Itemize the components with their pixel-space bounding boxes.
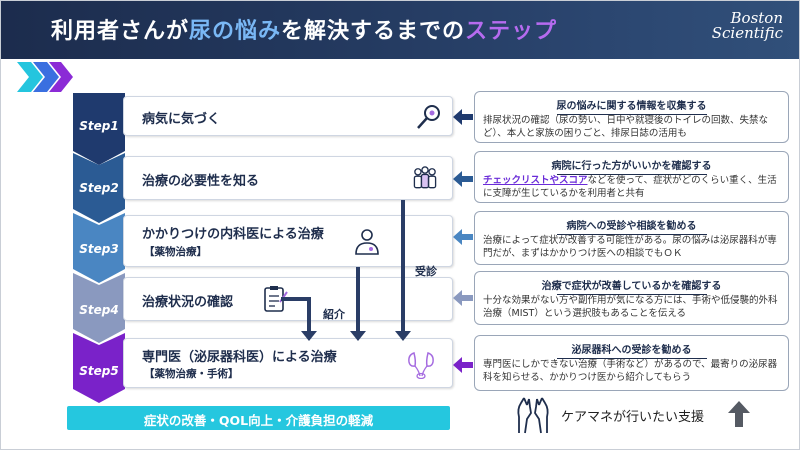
info-box-5-body: 専門医にしかできない治療（手術など）があるので、最寄りの泌尿器科を知らせる、かか… [483, 359, 778, 383]
info-box-4-body: 十分な効果がない方や副作用が気になる方には、手術や低侵襲的外科治療（MIST）と… [483, 295, 778, 319]
step5-chevron [73, 333, 125, 403]
title-highlight-urine: 尿の悩み [189, 19, 282, 44]
flow-arrows [281, 200, 411, 341]
info-box-4: 治療で症状が改善しているかを確認する 十分な効果がない方や副作用が気になる方には… [474, 271, 789, 325]
arrow-left-icon [453, 290, 473, 306]
logo-line2: Scientific [711, 24, 783, 42]
arrow-left-icon [453, 109, 473, 125]
title-prefix: 利用者さんが [51, 19, 190, 44]
doctor-icon [355, 229, 379, 255]
arrow-left-icon [453, 229, 473, 245]
info-box-3-body: 治療によって症状が改善する可能性がある。尿の悩みは泌尿器科が専門だが、まずはかか… [483, 235, 777, 259]
info-box-2-title: 病院に行った方がいいかを確認する [475, 157, 788, 175]
info-box-5: 泌尿器科への受診を勧める 専門医にしかできない治療（手術など）があるので、最寄り… [474, 335, 789, 391]
people-icon [413, 166, 437, 189]
step3-title: かかりつけの内科医による治療 [142, 227, 324, 242]
boston-scientific-logo: Boston Scientific [695, 11, 783, 41]
magnifier-icon [417, 105, 440, 129]
info-box-4-title: 治療で症状が改善しているかを確認する [475, 277, 788, 295]
step5-subtitle: 【薬物治療・手術】 [144, 368, 239, 380]
step3-subtitle: 【薬物治療】 [144, 246, 207, 258]
info-box-2-body-text: などを使って、症状がどのくらい重く、生活に支障が生じているかを利用者と共有 [483, 175, 777, 199]
care-manager-support-label: ケアマネが行いたい支援 [561, 410, 705, 425]
step4-label: Step4 [79, 303, 119, 317]
step5-label: Step5 [79, 364, 119, 378]
title-highlight-steps: ステップ [465, 19, 558, 44]
info-box-2: 病院に行った方がいいかを確認する チェックリストやスコアなどを使って、症状がどの… [474, 151, 789, 203]
goal-text: 症状の改善・QOL向上・介護負担の軽減 [143, 413, 374, 428]
slide-title: 利用者さんが尿の悩みを解決するまでのステップ [51, 13, 557, 45]
info-box-3: 病院への受診や相談を勧める 治療によって症状が改善する可能性がある。尿の悩みは泌… [474, 211, 789, 265]
arrow-left-icon [453, 171, 473, 187]
step4-box: 治療状況の確認 [123, 277, 453, 321]
step5-title: 専門医（泌尿器科医）による治療 [142, 350, 337, 365]
step3-box: かかりつけの内科医による治療 【薬物治療】 [123, 215, 453, 267]
chevrons-icon [17, 62, 73, 92]
arrow-left-icon [453, 357, 473, 373]
info-box-1-title: 尿の悩みに関する情報を収集する [475, 97, 788, 115]
step1-chevron [73, 93, 125, 165]
step2-chevron [73, 153, 125, 223]
step2-box: 治療の必要性を知る [123, 156, 453, 200]
step5-box: 専門医（泌尿器科医）による治療 【薬物治療・手術】 [123, 338, 453, 388]
info-box-2-body: チェックリストやスコアなどを使って、症状がどのくらい重く、生活に支障が生じている… [483, 174, 780, 200]
title-middle: を解決するまでの [281, 19, 466, 44]
goal-banner: 症状の改善・QOL向上・介護負担の軽減 [67, 406, 450, 430]
step3-label: Step3 [79, 242, 119, 256]
info-box-5-title: 泌尿器科への受診を勧める [475, 341, 788, 359]
step1-title: 病気に気づく [142, 112, 221, 127]
step2-title: 治療の必要性を知る [142, 174, 260, 189]
arrow-up-icon [728, 401, 750, 427]
info-box-1-body: 排尿状況の確認（尿の勢い、日中や就寝後のトイレの回数、失禁など）、本人と家族の困… [483, 115, 769, 139]
step4-chevron [73, 273, 125, 343]
step2-label: Step2 [79, 181, 119, 195]
kidney-icon [408, 352, 434, 379]
step4-title: 治療状況の確認 [142, 295, 234, 310]
step1-box: 病気に気づく [123, 96, 453, 136]
step1-label: Step1 [79, 119, 119, 133]
flow-label-referral: 紹介 [323, 308, 345, 321]
info-box-1: 尿の悩みに関する情報を収集する 排尿状況の確認（尿の勢い、日中や就寝後のトイレの… [474, 91, 789, 143]
header-bar: 利用者さんが尿の悩みを解決するまでのステップ Boston Scientific [1, 1, 799, 59]
step3-chevron [73, 213, 125, 283]
checklist-link: チェックリストやスコア [483, 175, 588, 186]
info-box-3-title: 病院への受診や相談を勧める [475, 217, 788, 235]
high-five-icon [517, 397, 549, 434]
flow-label-visit: 受診 [415, 265, 437, 278]
logo-line1: Boston [730, 9, 783, 27]
